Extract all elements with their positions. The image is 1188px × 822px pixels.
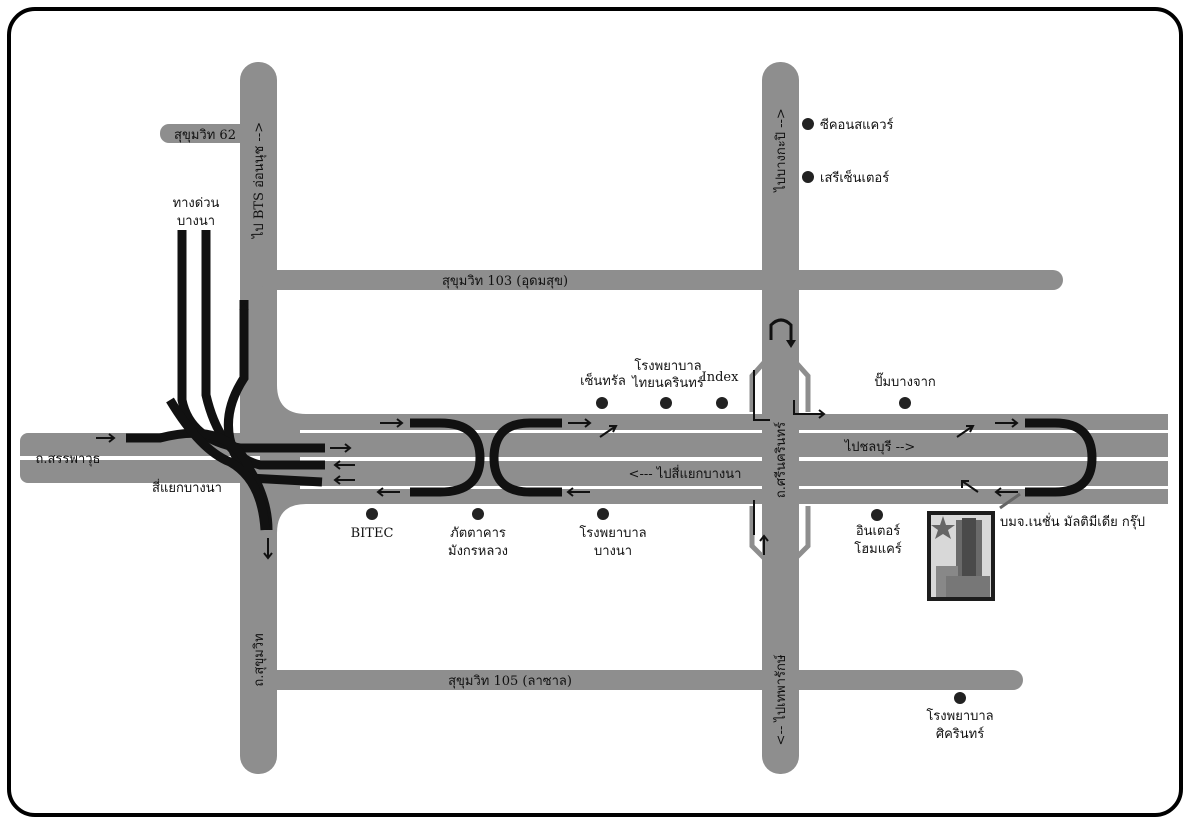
label-nation: บมจ.เนชั่น มัลติมีเดีย กรุ๊ป	[1000, 513, 1145, 530]
road-sukhumvit	[240, 62, 277, 774]
label-sukhumvit: ถ.สุขุมวิท	[252, 633, 267, 686]
label-to-theparak: <-- ไปเทพารักษ์	[773, 654, 789, 745]
road-soi62	[160, 124, 250, 143]
label-thainakarin-hospital-1: โรงพยาบาล	[634, 358, 701, 374]
marker-sikarin-hospital	[954, 692, 966, 704]
label-sikarin-hospital-1: โรงพยาบาล	[926, 708, 993, 724]
label-bitec: BITEC	[351, 526, 394, 541]
marker-central	[596, 397, 608, 409]
label-interhomecare-2: โฮมแคร์	[854, 541, 902, 557]
label-thainakarin-hospital-2: ไทยนครินทร์	[631, 375, 704, 391]
u-turn-2	[489, 418, 562, 497]
marker-bangna-hospital	[597, 508, 609, 520]
marker-seri-center	[802, 171, 814, 183]
label-to-bangkapi: ไปบางกะปิ -->	[773, 108, 789, 193]
marker-index	[716, 397, 728, 409]
label-to-bts-onnut: ไป BTS อ่อนนุช -->	[251, 122, 267, 239]
label-seri-center: เสรีเซ็นเตอร์	[820, 168, 889, 186]
label-interhomecare-1: อินเตอร์	[856, 523, 901, 539]
label-to-bangna-junction: <--- ไปสี่แยกบางนา	[629, 465, 742, 482]
star-icon	[931, 516, 955, 539]
label-restaurant-1: ภัตตาคาร	[450, 526, 506, 541]
road-soi105	[260, 670, 1023, 690]
label-restaurant-2: มังกรหลวง	[448, 544, 508, 559]
label-central: เซ็นทรัล	[580, 371, 626, 389]
road-soi103	[260, 270, 1063, 290]
roads	[20, 62, 1168, 774]
label-index: Index	[702, 370, 740, 385]
marker-seacon	[802, 118, 814, 130]
u-turn-3	[1025, 418, 1097, 497]
label-sanphawut: ถ.สรรพาวุธ	[35, 452, 100, 467]
label-soi62: สุขุมวิท 62	[174, 128, 236, 143]
direction-arrows	[96, 303, 1019, 560]
label-sikarin-hospital-2: ศิครินทร์	[936, 726, 984, 742]
marker-thainakarin-hospital	[660, 397, 672, 409]
poi-markers	[366, 118, 966, 704]
label-bangna-hospital-2: บางนา	[594, 544, 632, 559]
label-expressway-2: บางนา	[177, 214, 215, 229]
label-to-chonburi: ไปชลบุรี -->	[844, 439, 916, 455]
expressway-ramps	[126, 230, 1097, 531]
label-soi105: สุขุมวิท 105 (ลาซาล)	[448, 674, 572, 689]
marker-restaurant	[472, 508, 484, 520]
label-bangchak: ปั๊มบางจาก	[874, 372, 936, 390]
u-turn-1	[410, 418, 485, 497]
marker-bitec	[366, 508, 378, 520]
label-bangna-hospital-1: โรงพยาบาล	[579, 525, 646, 541]
map-frame	[7, 7, 1183, 817]
label-bangna-junction: สี่แยกบางนา	[152, 479, 222, 496]
marker-interhomecare	[871, 509, 883, 521]
marker-bangchak	[899, 397, 911, 409]
label-soi103: สุขุมวิท 103 (อุดมสุข)	[442, 274, 568, 289]
nation-building-photo	[927, 492, 1021, 601]
label-seacon: ซีคอนสแควร์	[820, 117, 894, 133]
label-srinakarin: ถ.ศรีนครินทร์	[773, 422, 789, 498]
label-expressway-1: ทางด่วน	[173, 196, 220, 211]
